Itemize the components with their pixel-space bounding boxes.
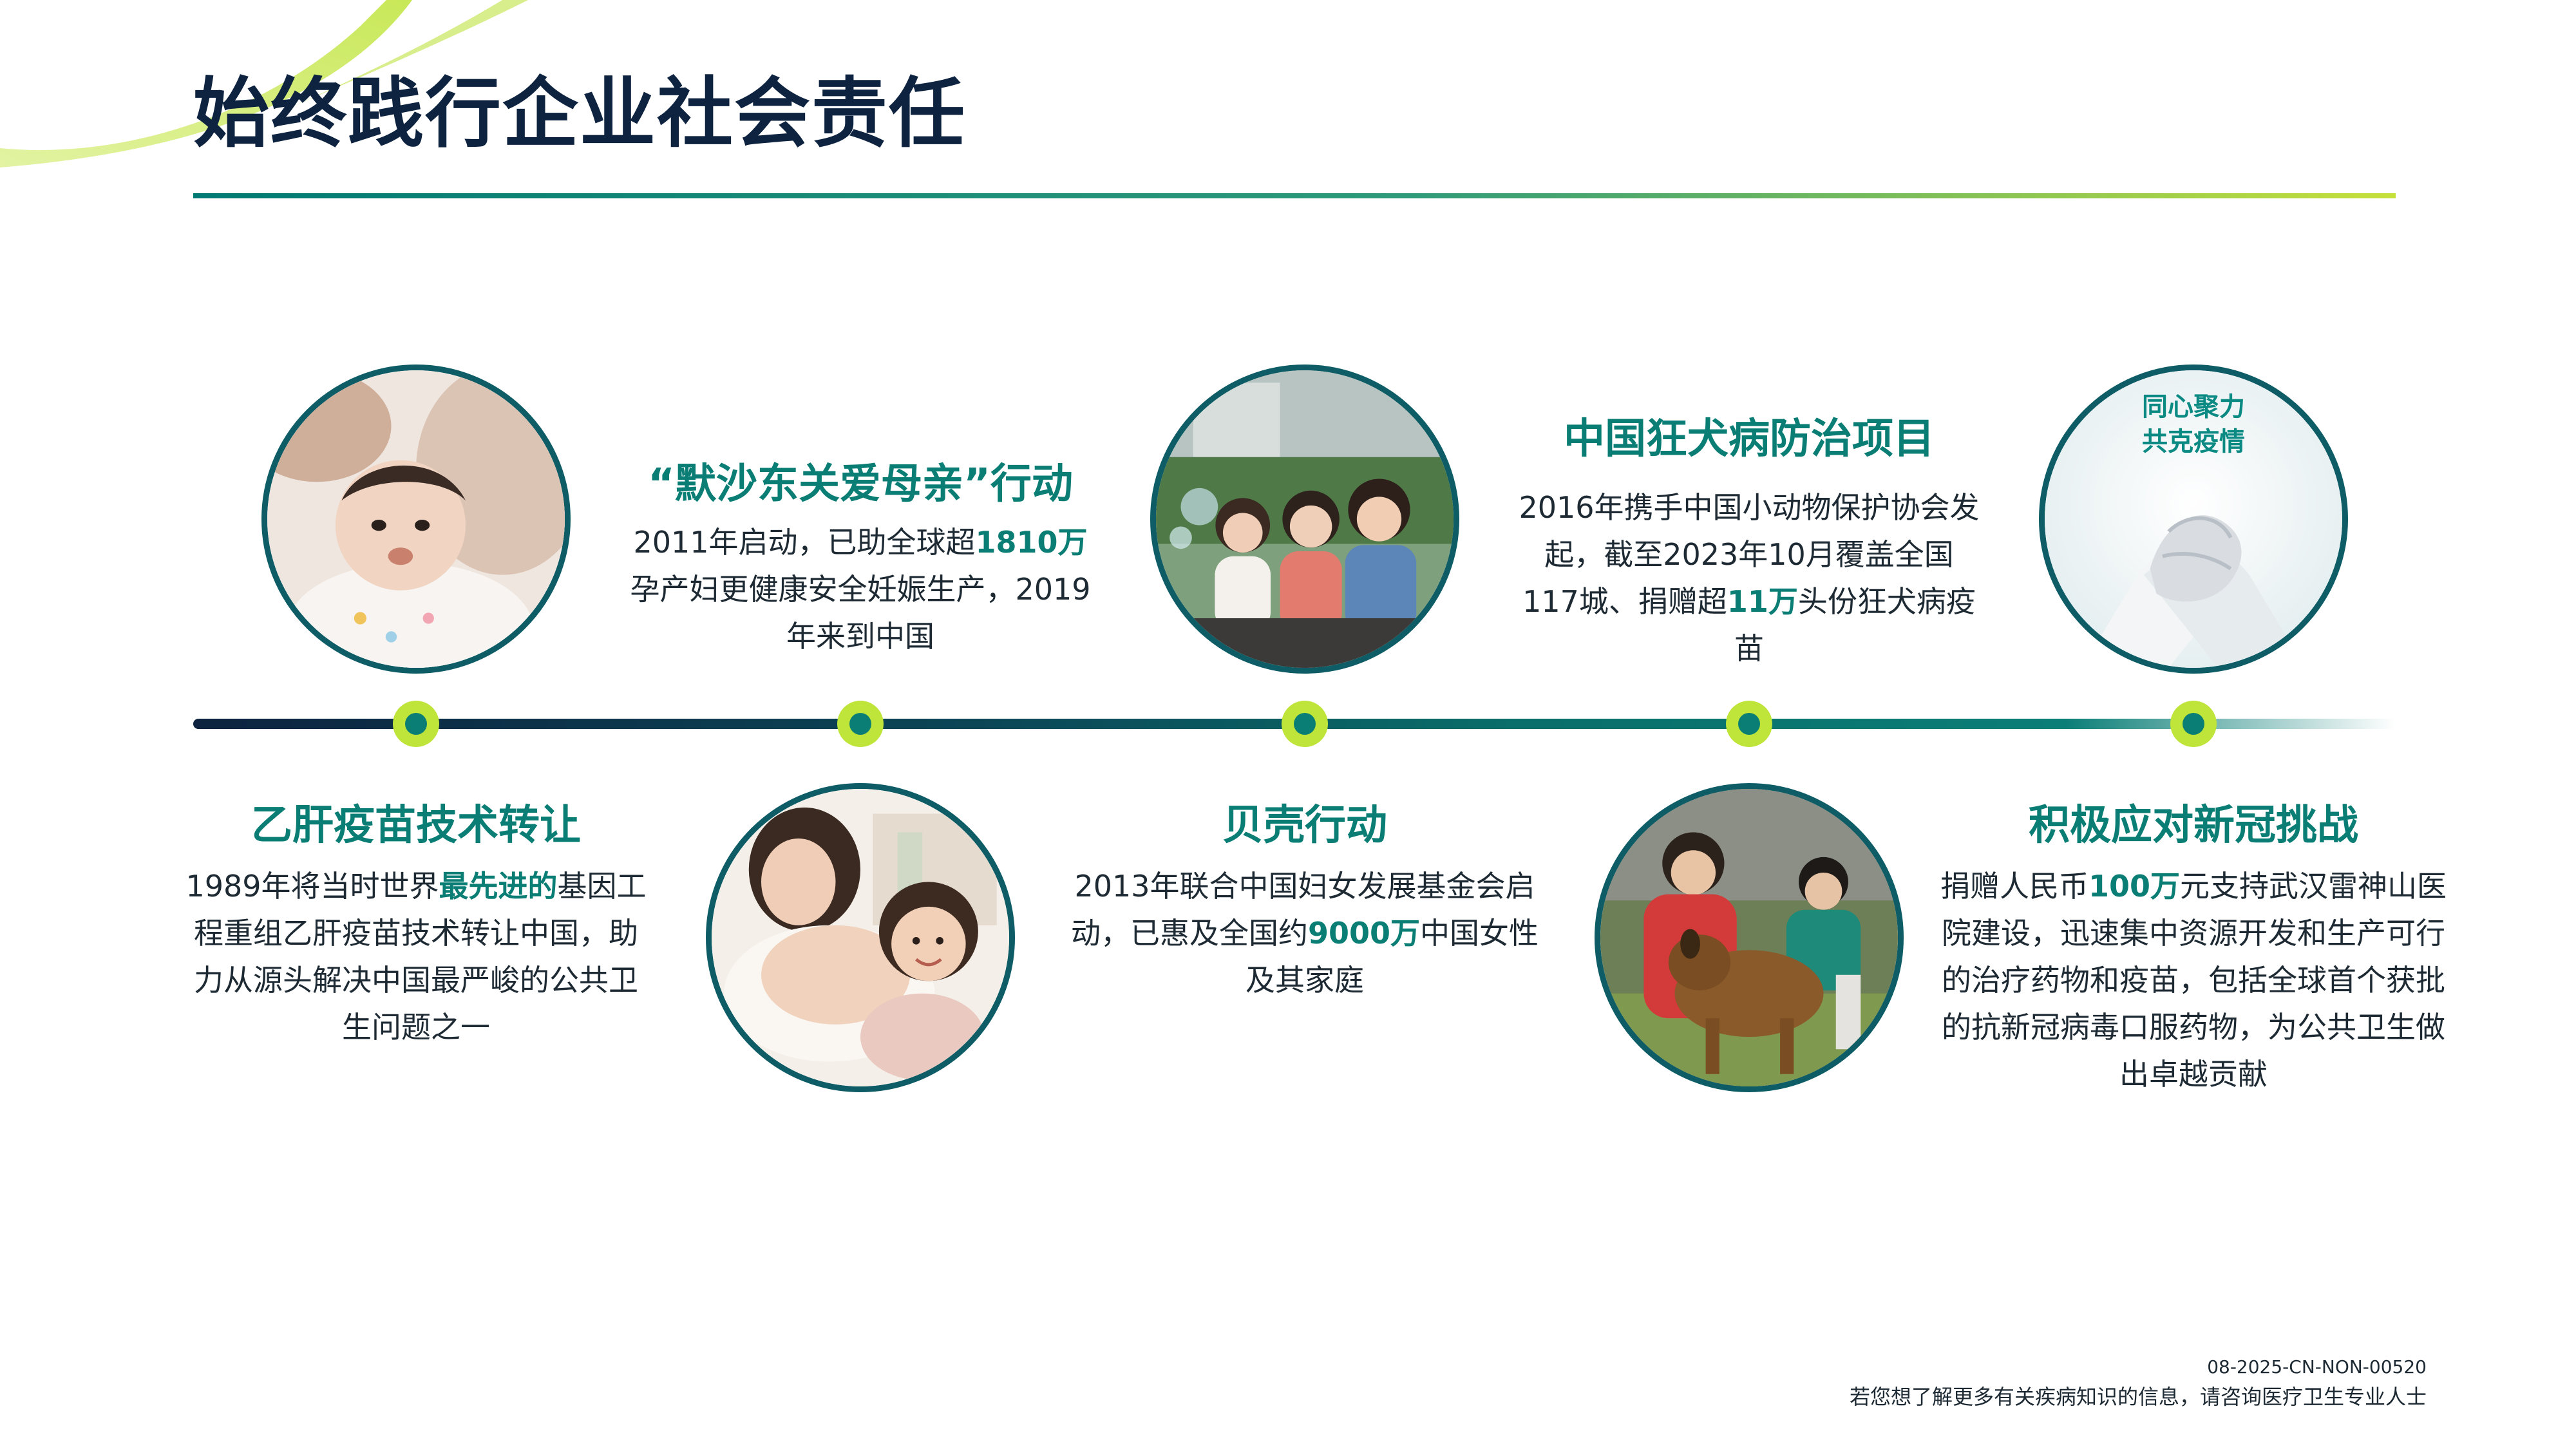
milestone-body-3: 2013年联合中国妇女发展基金会启动，已惠及全国约9000万中国女性及其家庭 [1070,869,1539,998]
milestone-heading-3: 贝壳行动 [1222,802,1387,849]
photo-caption-line-1: 同心聚力 [2142,392,2245,422]
milestone-body-1: 1989年将当时世界最先进的基因工程重组乙肝疫苗技术转让中国，助力从源头解决中国… [185,869,647,1045]
timeline-dot-4 [1726,701,1772,747]
document-code: 08-2025-CN-NON-00520 [2207,1356,2427,1378]
dog-vaccination-photo [1595,783,1904,1092]
photo-caption-line-2: 共克疫情 [2142,427,2245,457]
women-friends-photo [1150,365,1459,674]
footer-disclaimer: 若您想了解更多有关疾病知识的信息，请咨询医疗卫生专业人士 [1849,1385,2427,1409]
milestone-body-4: 2016年携手中国小动物保护协会发起，截至2023年10月覆盖全国117城、捐赠… [1519,490,1980,666]
milestone-highlight-2: 1810万 [975,525,1088,560]
timeline-dot-5 [2170,701,2217,747]
milestone-heading-2: “默沙东关爱母亲”行动 [647,460,1074,508]
decorative-swoosh [0,0,528,167]
milestone-body-2: 2011年启动，已助全球超1810万孕产妇更健康安全妊娠生产，2019年来到中国 [630,525,1091,654]
milestone-highlight-5: 100万 [2088,869,2181,904]
timeline-dot-2 [837,701,884,747]
milestone-heading-1: 乙肝疫苗技术转让 [251,802,581,849]
timeline-dot-1 [393,701,439,747]
mother-and-baby-photo [261,365,571,674]
milestone-body-5: 捐赠人民币100万元支持武汉雷神山医院建设，迅速集中资源开发和生产可行的治疗药物… [1940,869,2447,1092]
milestone-heading-5: 积极应对新冠挑战 [2029,802,2358,849]
timeline-dot-3 [1282,701,1328,747]
pregnant-mother-with-daughter-photo [706,783,1015,1092]
milestone-heading-4: 中国狂犬病防治项目 [1564,415,1935,463]
milestone-highlight-1: 最先进的 [439,869,558,904]
page-title: 始终践行企业社会责任 [193,69,967,158]
milestone-highlight-4: 11万 [1727,584,1798,619]
title-divider [193,193,2396,198]
clasped-hands-photo: 同心聚力 共克疫情 [2039,365,2348,674]
milestone-highlight-3: 9000万 [1307,916,1421,951]
